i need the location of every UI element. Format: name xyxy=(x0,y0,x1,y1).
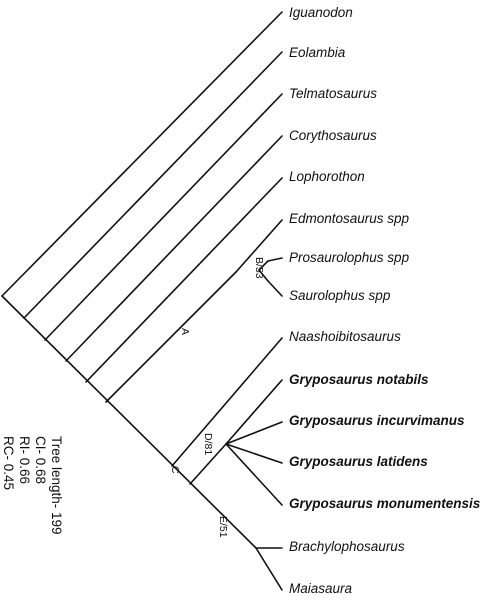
taxon-label: Maiasaura xyxy=(289,581,353,596)
branch-line-8 xyxy=(258,260,269,271)
taxon-label: Edmontosaurus spp xyxy=(289,211,410,226)
taxon-label: Iguanodon xyxy=(289,5,353,20)
taxon-label: Lophorothon xyxy=(289,169,365,184)
branch-line-0 xyxy=(1,11,283,297)
branch-line-19 xyxy=(255,547,283,591)
branch-line-7 xyxy=(235,219,283,273)
taxon-label: Eolambia xyxy=(289,45,346,60)
stat-ri: RI- 0.66 xyxy=(17,436,32,484)
node-label-b: B/53 xyxy=(253,257,265,279)
branch-line-17 xyxy=(225,443,283,506)
branch-line-9 xyxy=(267,257,283,262)
stat-rc: RC- 0.45 xyxy=(1,436,16,490)
stat-ci: CI- 0.68 xyxy=(33,436,48,484)
node-label-c: C xyxy=(169,466,181,474)
taxon-labels: IguanodonEolambiaTelmatosaurusCorythosau… xyxy=(289,5,481,596)
branch-line-10 xyxy=(258,269,269,282)
node-label-e: E/51 xyxy=(217,516,229,538)
taxon-label: Prosaurolophus spp xyxy=(289,250,410,265)
branch-line-6 xyxy=(105,271,237,403)
node-label-d: D/81 xyxy=(202,433,214,455)
branch-line-13 xyxy=(189,443,227,485)
branch-line-2 xyxy=(23,51,283,319)
stat-tree-length: Tree length- 199 xyxy=(49,436,64,535)
branch-line-5 xyxy=(85,177,283,383)
branch-line-15 xyxy=(225,421,283,445)
taxon-label: Naashoibitosaurus xyxy=(289,329,401,344)
taxon-label: Gryposaurus latidens xyxy=(289,454,428,469)
branch-line-1 xyxy=(1,295,257,549)
tree-branches xyxy=(1,11,283,591)
branch-line-11 xyxy=(267,280,283,297)
branch-line-4 xyxy=(65,135,283,362)
branch-line-3 xyxy=(44,93,283,341)
taxon-label: Corythosaurus xyxy=(289,128,377,143)
branch-line-16 xyxy=(225,443,283,464)
taxon-label: Brachylophosaurus xyxy=(289,539,405,554)
taxon-label: Gryposaurus monumentensis xyxy=(289,496,481,511)
node-label-a: A xyxy=(179,328,191,335)
branch-line-12 xyxy=(171,337,283,467)
taxon-label: Gryposaurus notabils xyxy=(289,372,429,387)
branch-line-14 xyxy=(225,379,283,445)
taxon-label: Telmatosaurus xyxy=(289,86,377,101)
taxon-label: Saurolophus spp xyxy=(289,288,391,303)
taxon-label: Gryposaurus incurvimanus xyxy=(289,413,465,428)
